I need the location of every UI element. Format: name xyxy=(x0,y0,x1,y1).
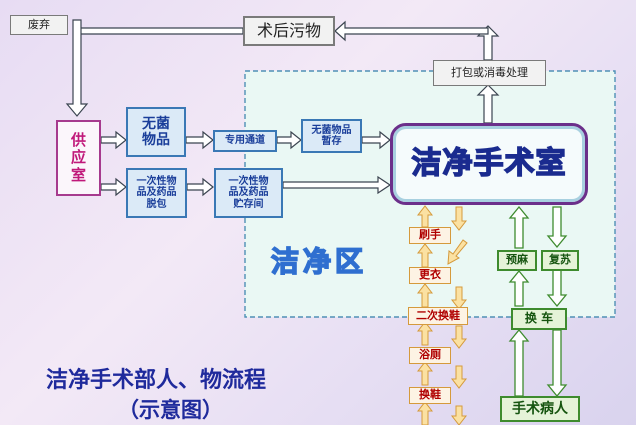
supply-room-box: 供应室 xyxy=(56,120,101,196)
second-shoe-change-box: 二次换鞋 xyxy=(408,307,468,325)
recovery-label: 复苏 xyxy=(549,253,571,267)
sterile-items-box: 无菌 物品 xyxy=(126,107,186,157)
scrub-label: 刷手 xyxy=(419,228,441,242)
change-clothes-label: 更衣 xyxy=(419,268,441,282)
recovery-box: 复苏 xyxy=(541,250,579,271)
clean-zone-label: 洁净区 xyxy=(270,244,368,279)
disposables-unpack-box: 一次性物 品及药品 脱包 xyxy=(126,168,187,218)
patient-flow-arrows xyxy=(508,205,568,398)
transfer-label: 换 车 xyxy=(524,311,554,326)
pre-anesthesia-label: 预麻 xyxy=(506,253,528,267)
waste-bin-box: 废弃 xyxy=(10,15,68,35)
disposables-unpack-label: 一次性物 品及药品 脱包 xyxy=(136,175,177,210)
sterile-storage-box: 无菌物品 暂存 xyxy=(301,119,362,153)
special-channel-box: 专用通道 xyxy=(213,130,277,152)
diagram-subtitle: （示意图） xyxy=(118,398,223,422)
change-clothes-box: 更衣 xyxy=(409,267,451,284)
pre-anesthesia-box: 预麻 xyxy=(497,250,537,271)
pack-disinfect-label: 打包或消毒处理 xyxy=(451,65,528,79)
shower-label: 浴厕 xyxy=(419,348,441,362)
transfer-box: 换 车 xyxy=(511,308,567,330)
waste-return-arrows xyxy=(65,19,500,124)
diagram-title: 洁净手术部人、物流程 xyxy=(46,368,267,393)
shoe-change-box: 换鞋 xyxy=(409,387,451,404)
material-flow-arrows xyxy=(100,130,392,197)
supply-room-label: 供应室 xyxy=(70,131,86,184)
staff-flow-arrows xyxy=(416,205,468,425)
second-shoe-change-label: 二次换鞋 xyxy=(416,308,460,322)
patient-label: 手术病人 xyxy=(512,400,568,417)
clean-or-box: 洁净手术室 xyxy=(390,123,588,205)
post-op-waste-label: 术后污物 xyxy=(256,20,321,40)
shoe-change-label: 换鞋 xyxy=(419,388,441,402)
post-op-waste-box: 术后污物 xyxy=(243,16,335,46)
sterile-storage-label: 无菌物品 暂存 xyxy=(311,124,352,148)
sterile-items-label: 无菌 物品 xyxy=(142,115,170,148)
disposables-storage-label: 一次性物 品及药品 贮存间 xyxy=(228,175,269,210)
special-channel-label: 专用通道 xyxy=(225,135,265,147)
pack-disinfect-box: 打包或消毒处理 xyxy=(433,60,546,86)
patient-box: 手术病人 xyxy=(500,396,580,422)
waste-bin-label: 废弃 xyxy=(28,17,50,31)
shower-box: 浴厕 xyxy=(409,347,451,364)
disposables-storage-box: 一次性物 品及药品 贮存间 xyxy=(214,168,283,218)
clean-or-label: 洁净手术室 xyxy=(411,145,567,181)
scrub-box: 刷手 xyxy=(409,227,451,244)
